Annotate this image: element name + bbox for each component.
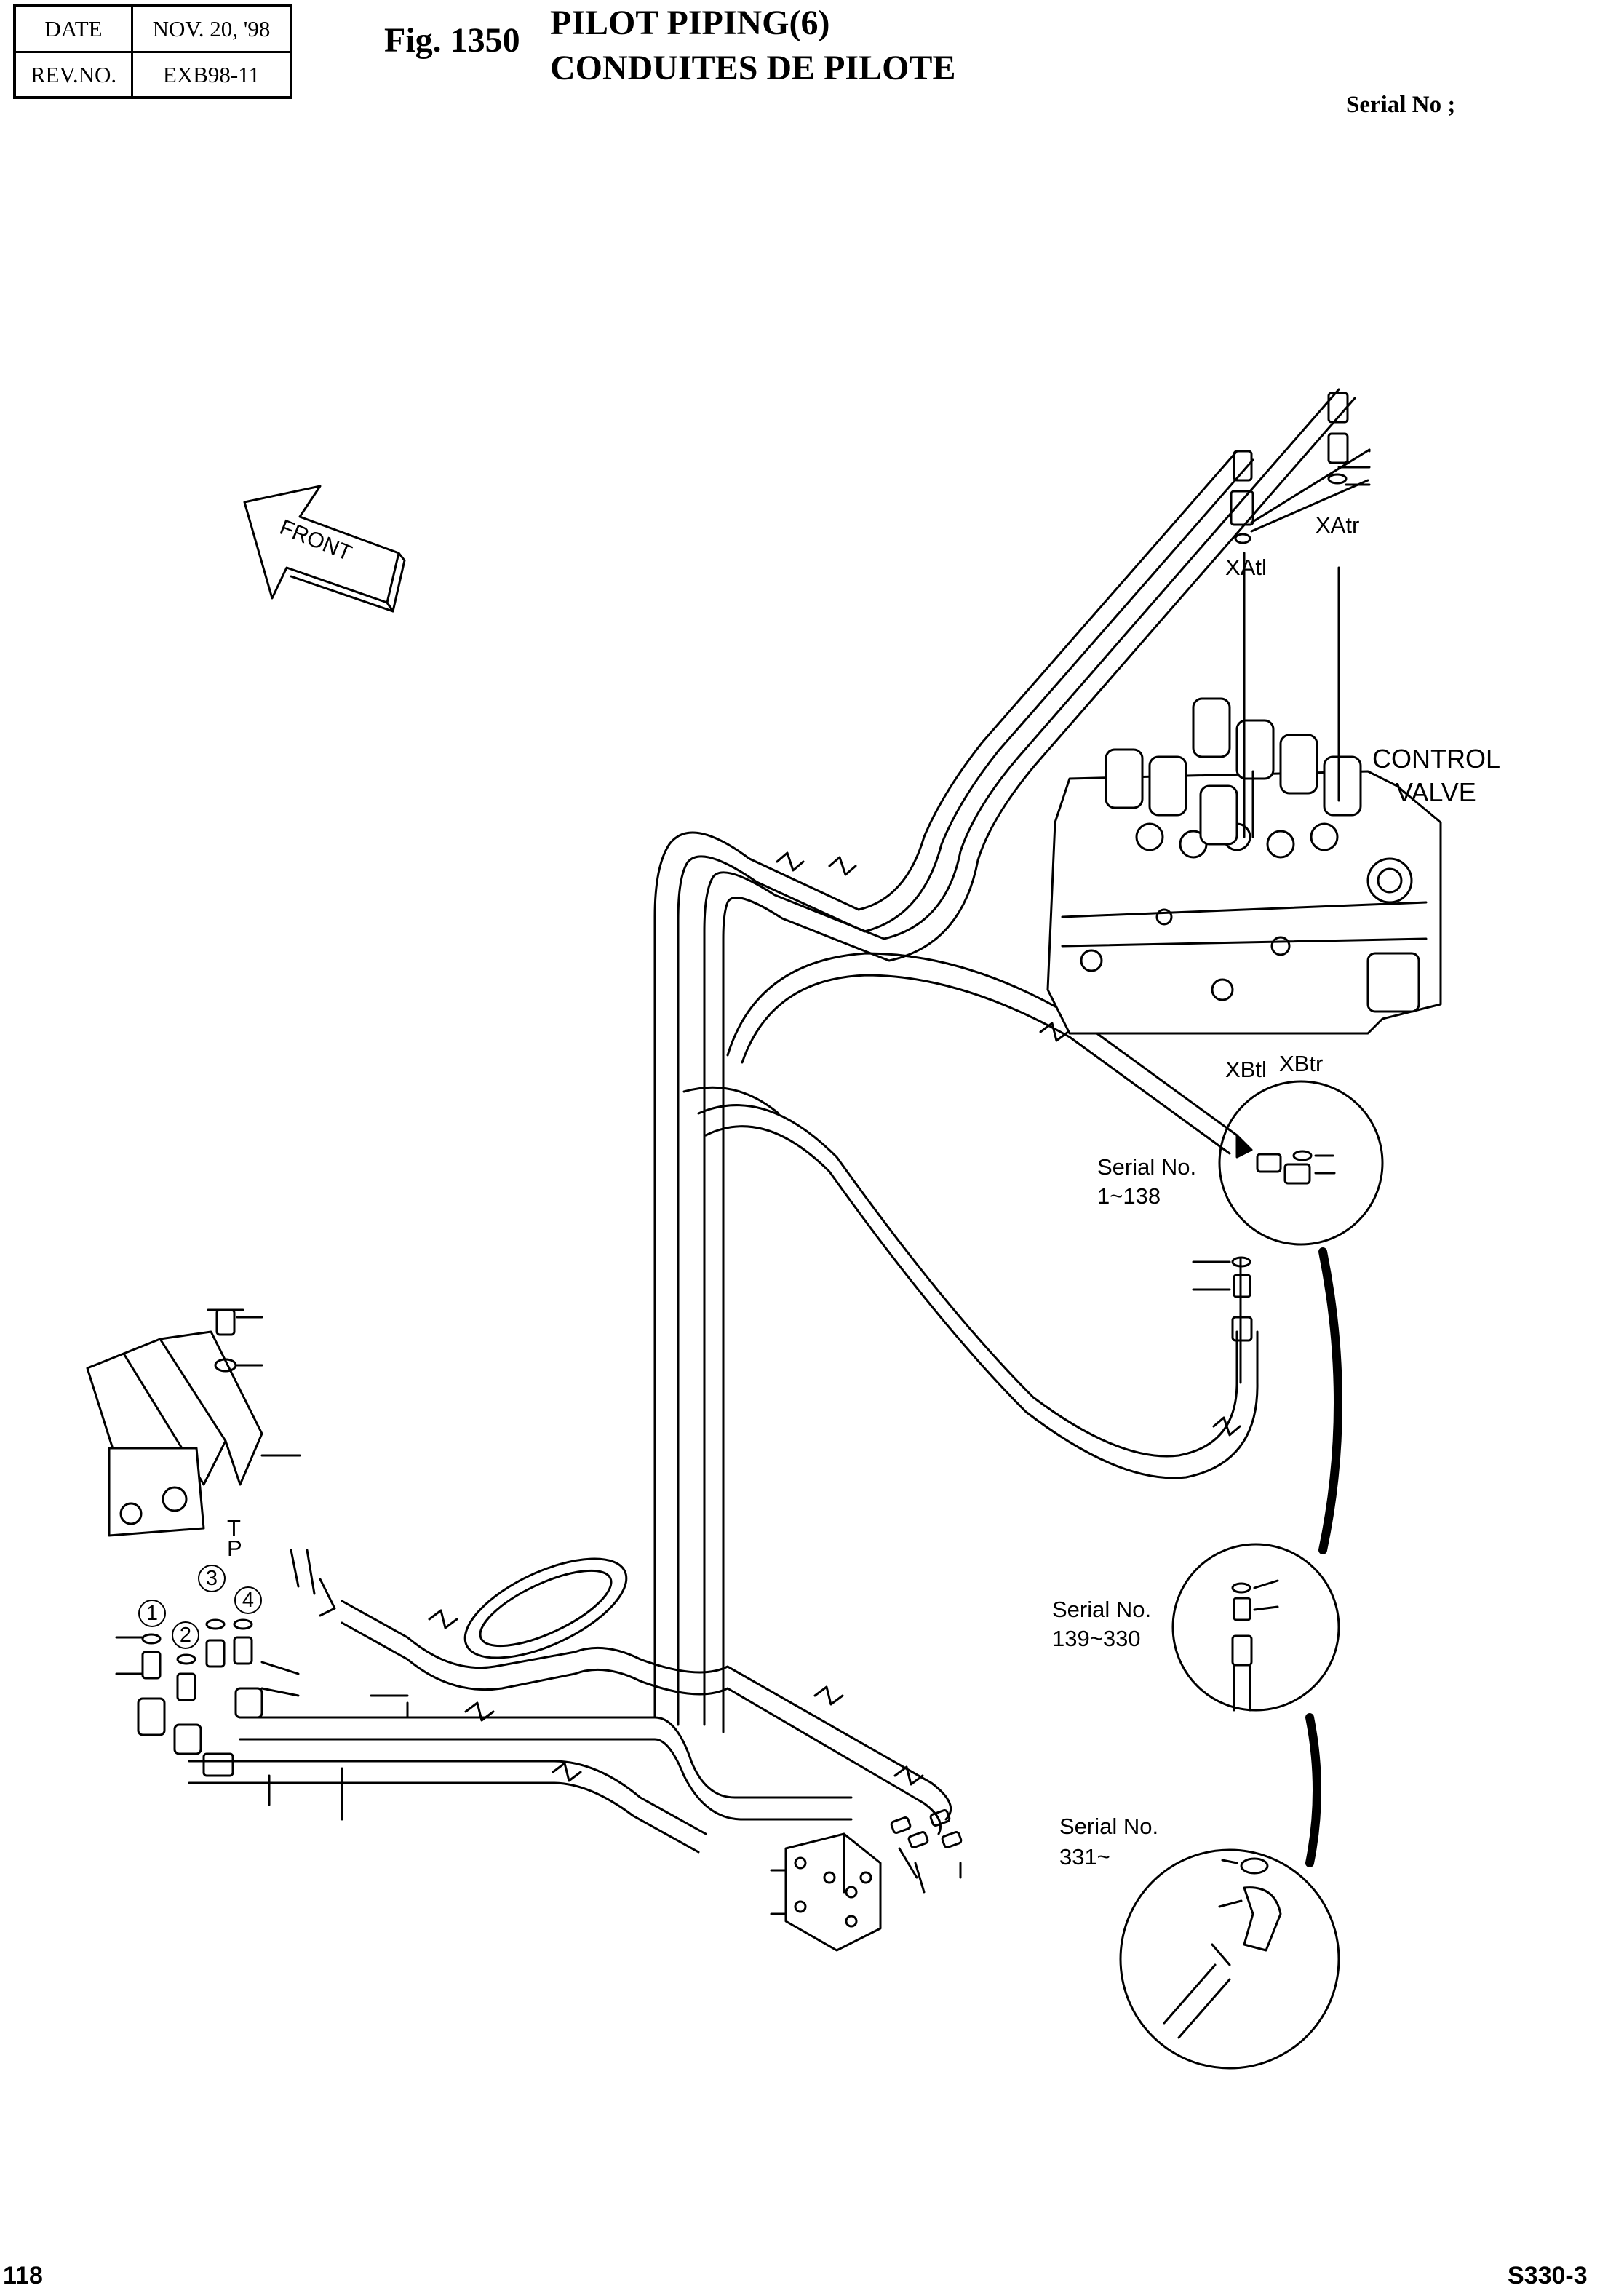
date-label: DATE: [44, 16, 103, 41]
page-number: 118: [3, 2262, 43, 2289]
serial-3-label: Serial No.: [1059, 1814, 1159, 1839]
rev-value: EXB98-11: [162, 62, 260, 87]
serial-2-label: Serial No.: [1052, 1597, 1152, 1622]
lower-hose-bundle: [188, 1557, 952, 1854]
figure-number: Fig. 1350: [384, 21, 520, 60]
callout-4: 4: [234, 1586, 262, 1614]
port-p-label: P: [227, 1536, 242, 1561]
header-table: DATE NOV. 20, '98 REV.NO. EXB98-11: [13, 4, 292, 99]
serial-1-range: 1~138: [1097, 1183, 1161, 1209]
callout-3: 3: [198, 1565, 226, 1592]
control-valve-body: [1046, 697, 1442, 1035]
xatl-label: XAtl: [1225, 555, 1267, 580]
xbtl-hose: [726, 952, 1253, 1159]
detail-connector-1: [1318, 1247, 1342, 1554]
header-divider-horizontal: [16, 51, 290, 53]
serial-1-label: Serial No.: [1097, 1154, 1197, 1180]
date-value: NOV. 20, '98: [152, 16, 271, 41]
callout-1: 1: [138, 1600, 166, 1627]
detail-circle-2: [1171, 1543, 1340, 1712]
figure-title-fr: CONDUITES DE PILOTE: [550, 49, 956, 87]
control-valve-label-1: CONTROL: [1372, 744, 1501, 774]
pedal-fittings: [115, 1549, 409, 1821]
rev-label: REV.NO.: [30, 62, 117, 87]
control-valve-label-2: VALVE: [1396, 777, 1476, 807]
serial-label: Serial No ;: [1346, 92, 1456, 118]
callout-2: 2: [172, 1621, 199, 1649]
middle-loop-hose: [682, 1086, 1259, 1479]
document-code: S330-3: [1508, 2262, 1588, 2289]
detail-circle-3: [1119, 1848, 1340, 2070]
detail-connector-2: [1305, 1713, 1321, 1867]
xa-fittings: [1230, 392, 1371, 817]
pedal-valve: [86, 1308, 301, 1537]
serial-2-range: 139~330: [1052, 1626, 1141, 1651]
xbtr-label: XBtr: [1279, 1051, 1324, 1076]
port-t-label: T: [227, 1515, 241, 1541]
xatr-label: XAtr: [1316, 512, 1360, 538]
detail-circle-1: [1192, 1080, 1384, 1384]
serial-3-range: 331~: [1059, 1844, 1110, 1870]
manifold-block: [770, 1809, 963, 1952]
front-arrow: [243, 485, 406, 613]
upper-hose-bundle: [653, 388, 1356, 1733]
xbtl-label: XBtl: [1225, 1057, 1267, 1082]
figure-title-en: PILOT PIPING(6): [550, 4, 830, 42]
